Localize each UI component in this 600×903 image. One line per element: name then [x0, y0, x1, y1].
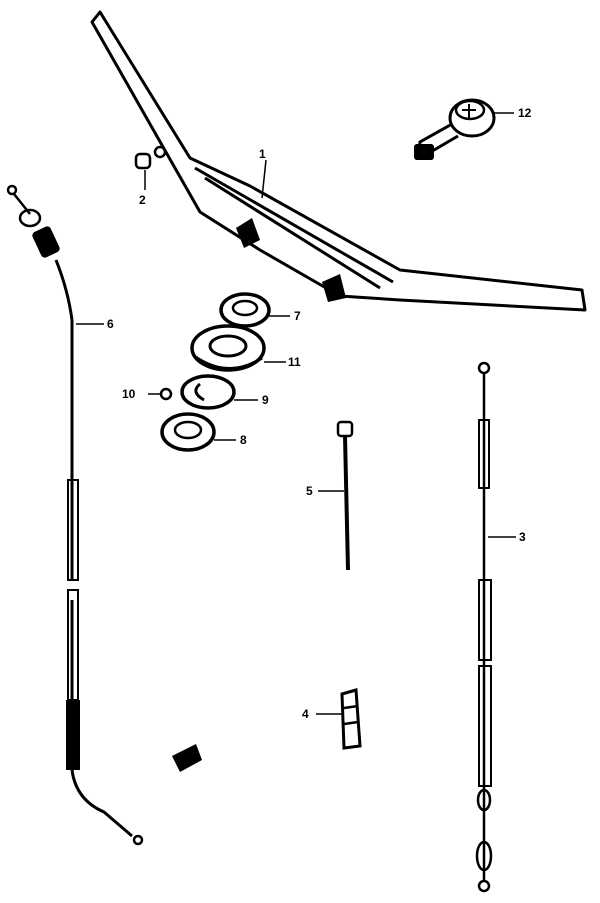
callout-9: 9	[262, 393, 269, 407]
part-7-grommet	[219, 292, 271, 328]
part-11-ring	[190, 324, 266, 372]
part-4-bracket	[340, 688, 362, 750]
callout-2: 2	[139, 193, 146, 207]
callout-10: 10	[122, 387, 136, 401]
part-6-cable	[6, 184, 144, 846]
callout-11: 11	[288, 355, 301, 369]
part-10-ball	[159, 387, 173, 401]
handlebar-crossbar	[194, 166, 394, 290]
callout-7: 7	[294, 309, 301, 323]
part-2-cap	[134, 145, 167, 170]
callout-3: 3	[519, 530, 526, 544]
callout-12: 12	[518, 106, 532, 120]
small-block-part	[172, 744, 202, 772]
handlebar-outline	[90, 10, 587, 312]
part-5-rod	[336, 420, 354, 571]
callout-6: 6	[107, 317, 114, 331]
callout-5: 5	[306, 484, 313, 498]
part-12-throttle	[414, 98, 496, 160]
callout-4: 4	[302, 707, 309, 721]
handlebar	[90, 10, 587, 312]
part-8-grommet	[160, 412, 216, 452]
leader-lines	[76, 112, 516, 715]
part-9-clip	[180, 374, 236, 410]
part-3-cable	[475, 361, 493, 893]
leader-1	[261, 159, 267, 199]
handlebar-grip-band-left	[236, 218, 260, 248]
handlebar-grip-band-right	[322, 274, 346, 302]
callout-8: 8	[240, 433, 247, 447]
callout-1: 1	[259, 147, 266, 161]
